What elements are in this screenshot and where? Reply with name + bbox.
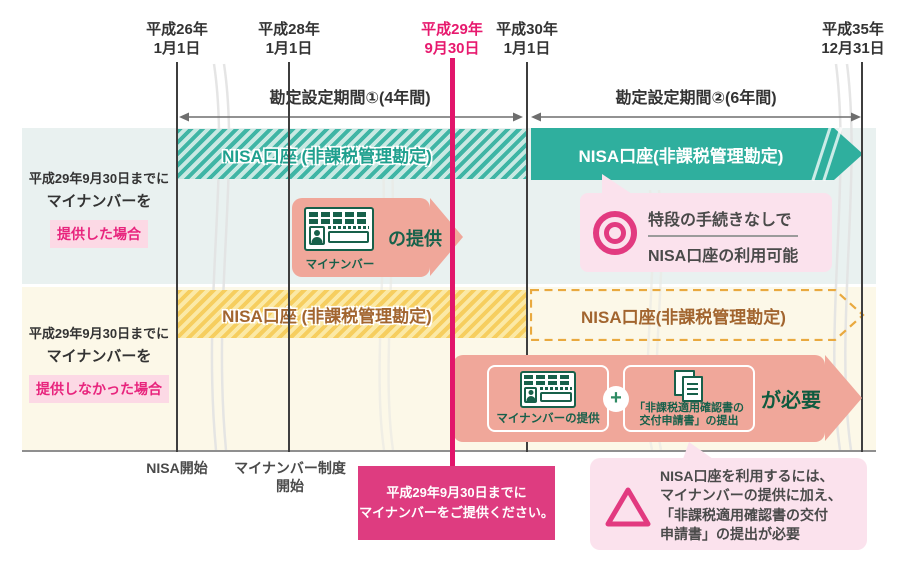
date-h29-deadline: 平成29年 9月30日 xyxy=(396,20,508,58)
bubble-tail xyxy=(602,174,632,194)
note-line1: 特段の手続きなしで xyxy=(648,206,799,237)
date-h26-day: 1月1日 xyxy=(153,40,201,57)
bubble-tail xyxy=(683,442,713,459)
milestone-nisa-start: NISA開始 xyxy=(146,460,208,476)
mynumber-provision-arrow: マイナンバー の提供 xyxy=(292,198,463,277)
date-h29-year: 平成29年 xyxy=(421,21,483,38)
case-provided: 平成29年9月30日までに マイナンバーを 提供した場合 xyxy=(26,168,172,248)
case-not-provided-line2: マイナンバーを xyxy=(46,348,152,365)
person-icon xyxy=(524,387,537,403)
timeline-line-h28 xyxy=(288,62,290,452)
caution-line3: 「非課税適用確認書の交付 xyxy=(660,506,828,523)
mynumber-provision-item: マイナンバーの提供 xyxy=(487,365,609,432)
arrow-tip xyxy=(825,355,862,441)
milestone-mynumber-line1: マイナンバー制度 xyxy=(234,460,346,476)
period-2-label: 勘定設定期間②(6年間) xyxy=(615,90,777,107)
date-h28-day: 1月1日 xyxy=(265,40,313,57)
person-icon xyxy=(309,226,325,245)
date-h35: 平成35年 12月31日 xyxy=(797,20,898,58)
mynumber-card-caption: マイナンバー xyxy=(305,259,375,271)
nisa-banner-dashed-outline xyxy=(530,289,865,341)
caution-line1: NISA口座を利用するには、 xyxy=(660,468,834,484)
date-h35-day: 12月31日 xyxy=(821,40,885,57)
caution-triangle-icon xyxy=(605,487,651,527)
no-procedure-note-bubble: 特段の手続きなしで NISA口座の利用可能 xyxy=(580,174,832,272)
required-items-arrow: マイナンバーの提供 + 「非課税適用確認書の 交付申請書」の提出 が必要 xyxy=(453,355,862,442)
timeline-line-h26 xyxy=(176,62,178,452)
documents-icon xyxy=(673,370,705,404)
date-h30: 平成30年 1月1日 xyxy=(471,20,583,58)
date-h28: 平成28年 1月1日 xyxy=(233,20,345,58)
timeline-line-h30 xyxy=(526,62,528,452)
date-h26: 平成26年 1月1日 xyxy=(121,20,233,58)
period-1-label: 勘定設定期間①(4年間) xyxy=(269,90,431,107)
milestone-mynumber-line2: 開始 xyxy=(276,478,304,494)
nisa-banner-solid-teal: NISA口座(非課税管理勘定) xyxy=(531,128,863,180)
nisa-banner-hatched-yellow: NISA口座 (非課税管理勘定) xyxy=(177,290,527,338)
case-not-provided-line1: 平成29年9月30日までに xyxy=(28,326,170,341)
caution-line4: 申請書」の提出が必要 xyxy=(660,525,800,542)
double-circle-icon xyxy=(593,211,637,255)
item1-label: マイナンバーの提供 xyxy=(496,413,600,425)
mynumber-card-icon xyxy=(520,371,576,408)
application-form-item: 「非課税適用確認書の 交付申請書」の提出 xyxy=(623,365,755,432)
date-h30-day: 1月1日 xyxy=(503,40,551,57)
date-h29-day: 9月30日 xyxy=(424,40,480,57)
timeline-line-h35 xyxy=(861,62,863,452)
item2-line1: 「非課税適用確認書の xyxy=(634,402,744,414)
nisa-banner-dashed-label: NISA口座(非課税管理勘定) xyxy=(581,307,786,327)
mynumber-card-icon xyxy=(304,207,374,251)
deadline-callout-box: 平成29年9月30日までに マイナンバーをご提供ください。 xyxy=(358,466,555,540)
date-h26-year: 平成26年 xyxy=(146,21,208,38)
case-provided-line1: 平成29年9月30日までに xyxy=(28,171,170,186)
case-provided-line2: マイナンバーを xyxy=(46,193,152,210)
caution-text: NISA口座を利用するには、 マイナンバーの提供に加え、 「非課税適用確認書の交… xyxy=(660,467,842,544)
nisa-banner-hatched-teal: NISA口座 (非課税管理勘定) xyxy=(177,129,527,179)
case-not-provided-highlight: 提供しなかった場合 xyxy=(29,375,169,403)
caution-note-bubble: NISA口座を利用するには、 マイナンバーの提供に加え、 「非課税適用確認書の交… xyxy=(590,442,867,550)
case-not-provided: 平成29年9月30日までに マイナンバーを 提供しなかった場合 xyxy=(26,323,172,403)
item2-line2: 交付申請書」の提出 xyxy=(639,414,739,427)
date-h30-year: 平成30年 xyxy=(496,21,558,38)
date-h35-year: 平成35年 xyxy=(822,21,884,38)
note-line2: NISA口座の利用可能 xyxy=(648,248,799,265)
callout-line2: マイナンバーをご提供ください。 xyxy=(359,505,554,520)
required-label: が必要 xyxy=(761,390,821,412)
provision-label: の提供 xyxy=(388,228,442,249)
milestone-mynumber-start: マイナンバー制度 開始 xyxy=(229,459,351,495)
timeline-baseline xyxy=(22,450,876,452)
arrow-tip xyxy=(430,198,463,276)
case-provided-highlight: 提供した場合 xyxy=(50,220,148,248)
item2-label: 「非課税適用確認書の 交付申請書」の提出 xyxy=(625,402,753,427)
date-h28-year: 平成28年 xyxy=(258,21,320,38)
deadline-line-h29 xyxy=(450,58,455,466)
callout-line1: 平成29年9月30日までに xyxy=(386,484,527,500)
caution-line2: マイナンバーの提供に加え、 xyxy=(660,487,842,504)
